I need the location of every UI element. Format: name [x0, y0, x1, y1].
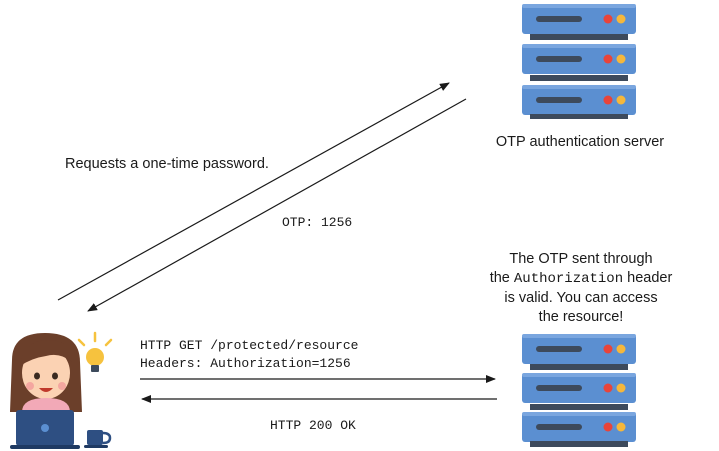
auth-msg-line-2: the Authorization header [470, 269, 692, 289]
server-stack-icon [522, 334, 636, 447]
coffee-mug-icon [84, 430, 112, 448]
http-response-label: HTTP 200 OK [270, 418, 356, 433]
auth-msg-line-4: the resource! [538, 309, 624, 325]
auth-msg-line-2-suffix: header [623, 270, 673, 286]
http-request-line-1: HTTP GET /protected/resource [140, 338, 359, 353]
http-request-label: HTTP GET /protected/resource Headers: Au… [140, 337, 358, 373]
user-at-laptop-icon [10, 333, 82, 449]
request-otp-label: Requests a one-time password. [65, 156, 269, 172]
arrow-request-otp [57, 82, 450, 301]
otp-response-label: OTP: 1256 [282, 215, 353, 230]
auth-msg-line-1: The OTP sent through [509, 251, 653, 267]
http-request-line-2: Headers: Authorization=1256 [140, 356, 351, 371]
lightbulb-icon [77, 331, 113, 372]
auth-msg-line-3: is valid. You can access [504, 290, 658, 306]
otp-server-label: OTP authentication server [495, 134, 665, 150]
auth-result-message: The OTP sent through the Authorization h… [470, 250, 692, 327]
arrow-otp-response [87, 98, 467, 312]
server-stack-icon [522, 4, 636, 119]
auth-msg-line-2-prefix: the [489, 270, 514, 286]
authorization-header-code: Authorization [513, 271, 624, 287]
